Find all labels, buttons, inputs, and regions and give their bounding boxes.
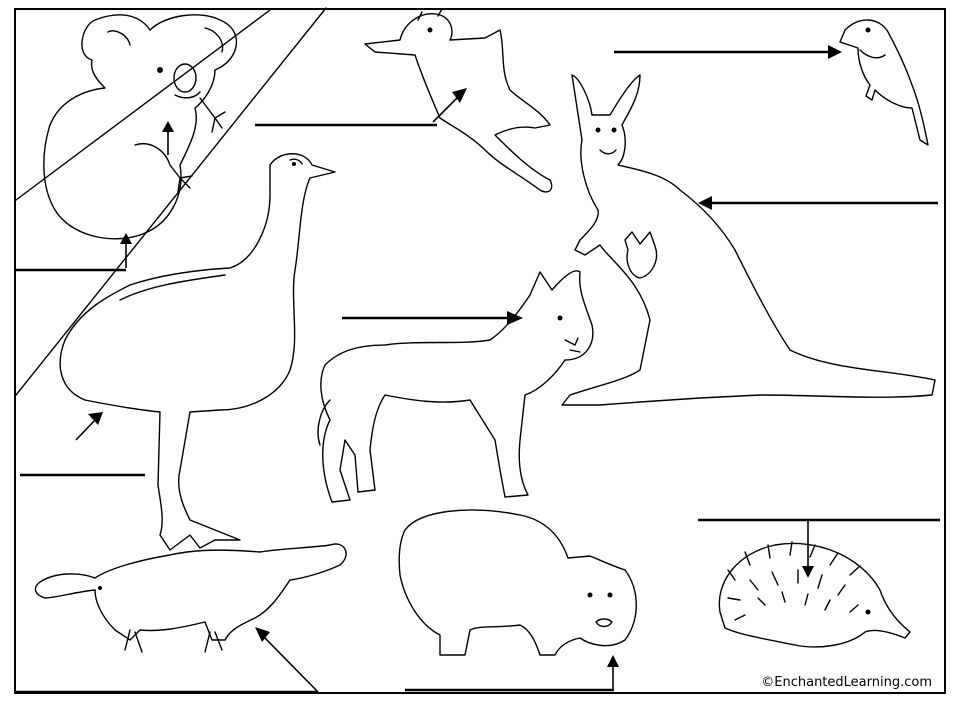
kookaburra-pointer [828,45,842,59]
wombat-drawing [398,509,637,656]
echidna-pointer [802,520,814,578]
copyright-credit: ©EnchantedLearning.com [759,675,934,690]
emu-pointer [75,412,103,441]
tree-trunk [15,7,327,396]
kangaroo-pointer [698,196,712,210]
platypus-pointer [255,627,319,693]
dingo-pointer [507,311,523,325]
sugar-glider-drawing [364,8,553,193]
emu-drawing [59,153,336,551]
sugar-glider-pointer [432,88,467,123]
wombat-pointer [607,655,619,690]
koala-pointer [120,121,174,268]
koala-drawing [43,14,237,240]
kookaburra-drawing [839,19,929,146]
worksheet-frame [14,8,946,694]
kangaroo-drawing [561,74,936,406]
platypus-drawing [34,543,347,653]
echidna-drawing [718,541,911,648]
dingo-drawing [317,270,594,503]
